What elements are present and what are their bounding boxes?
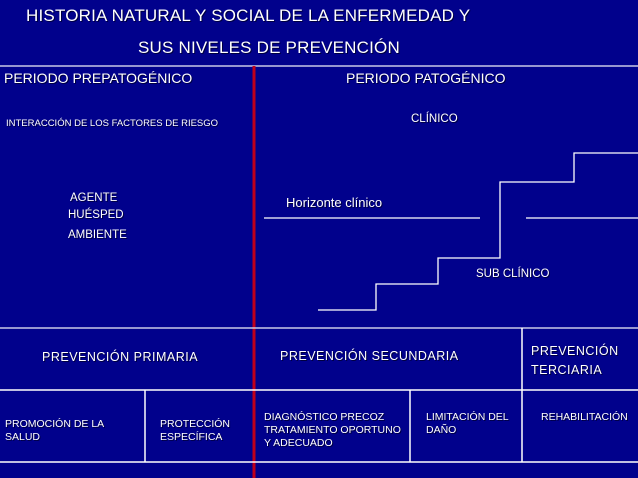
period-prepathogenic-label: PERIODO PREPATOGÉNICO bbox=[4, 70, 193, 86]
specific-protection-cell: PROTECCIÓN ESPECÍFICA bbox=[160, 418, 231, 443]
health-promotion-cell: PROMOCIÓN DE LA SALUD bbox=[5, 418, 104, 443]
tertiary-prevention-label-2: TERCIARIA bbox=[531, 363, 603, 377]
period-pathogenic-label: PERIODO PATOGÉNICO bbox=[346, 70, 506, 86]
rehabilitation-cell: REHABILITACIÓN bbox=[541, 411, 628, 423]
clinical-horizon-label: Horizonte clínico bbox=[286, 195, 383, 210]
primary-prevention-label: PREVENCIÓN PRIMARIA bbox=[42, 350, 199, 364]
title-line-1: HISTORIA NATURAL Y SOCIAL DE LA ENFERMED… bbox=[26, 6, 471, 25]
title-line-2: SUS NIVELES DE PREVENCIÓN bbox=[138, 38, 400, 57]
subclinical-label: SUB CLÍNICO bbox=[476, 268, 550, 280]
clinical-label: CLÍNICO bbox=[411, 113, 458, 125]
disease-staircase bbox=[318, 152, 638, 311]
early-diagnosis-cell: DIAGNÓSTICO PRECOZ TRATAMIENTO OPORTUNO … bbox=[264, 411, 401, 449]
tertiary-prevention-label-1: PREVENCIÓN bbox=[531, 344, 619, 358]
disability-limitation-cell: LIMITACIÓN DEL DAÑO bbox=[426, 411, 509, 436]
risk-interaction-label: INTERACCIÓN DE LOS FACTORES DE RIESGO bbox=[6, 118, 219, 129]
secondary-prevention-label: PREVENCIÓN SECUNDARIA bbox=[280, 349, 459, 363]
factor-environment: AMBIENTE bbox=[68, 229, 127, 241]
factor-agent: AGENTE bbox=[70, 192, 118, 204]
factor-host: HUÉSPED bbox=[68, 209, 124, 221]
